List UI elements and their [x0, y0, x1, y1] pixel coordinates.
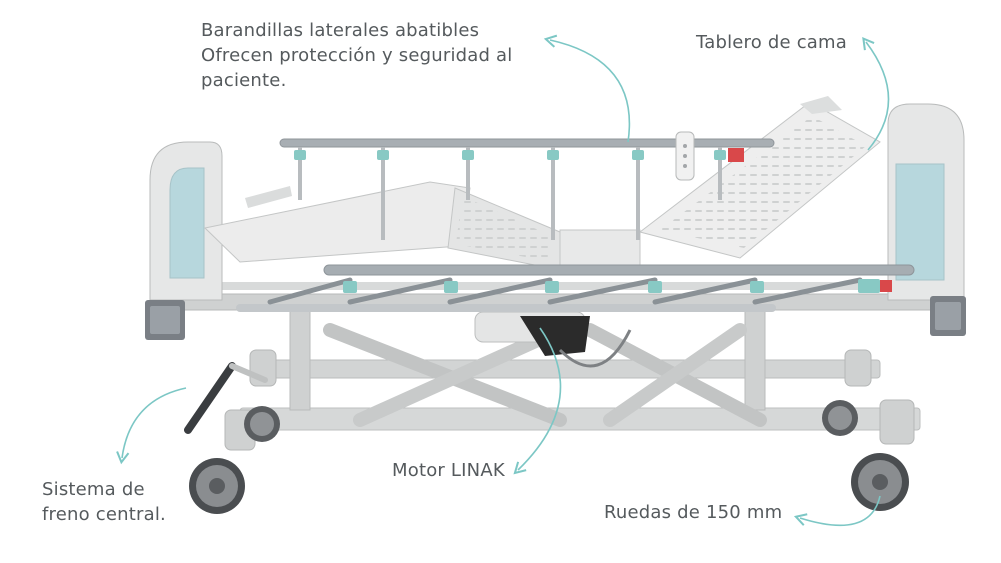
- brake-label: Sistema de freno central.: [42, 477, 166, 527]
- arrow-wheels-icon: [793, 495, 881, 527]
- leg-section: [203, 181, 471, 263]
- annotation-arrows: [116, 34, 890, 527]
- headboard-label: Tablero de cama: [696, 30, 847, 55]
- side-rails-label: Barandillas laterales abatibles Ofrecen …: [201, 18, 513, 93]
- motor-label-text: Motor LINAK: [392, 460, 505, 481]
- base-frame: [224, 299, 921, 451]
- footboard-panel: [145, 141, 223, 340]
- remote-control-icon: [675, 131, 695, 181]
- side-rails-label-line1: Barandillas laterales abatibles: [201, 20, 480, 41]
- wheel-icon: [189, 400, 909, 514]
- side-rails-label-line2: Ofrecen protección y seguridad al: [201, 45, 513, 66]
- seat-section: [559, 229, 641, 271]
- side-rail-far: [279, 138, 775, 240]
- side-rails-label-line3: paciente.: [201, 70, 287, 91]
- brake-pedal-icon: [184, 362, 268, 434]
- motor-label: Motor LINAK: [392, 458, 505, 483]
- backrest-section: [638, 96, 881, 259]
- side-rail-near: [236, 264, 915, 312]
- headboard-label-text: Tablero de cama: [696, 32, 847, 53]
- motor-icon: [474, 311, 632, 368]
- arrow-headboard-icon: [862, 36, 890, 151]
- wheels-label: Ruedas de 150 mm: [604, 500, 782, 525]
- brake-label-line1: Sistema de: [42, 479, 145, 500]
- arrow-motor-icon: [513, 327, 562, 475]
- headboard-panel: [887, 103, 966, 336]
- brake-label-line2: freno central.: [42, 504, 166, 525]
- arrow-side-rails-icon: [543, 34, 631, 143]
- arrow-brake-icon: [116, 387, 187, 465]
- wheels-label-text: Ruedas de 150 mm: [604, 502, 783, 523]
- knee-section: [447, 187, 561, 271]
